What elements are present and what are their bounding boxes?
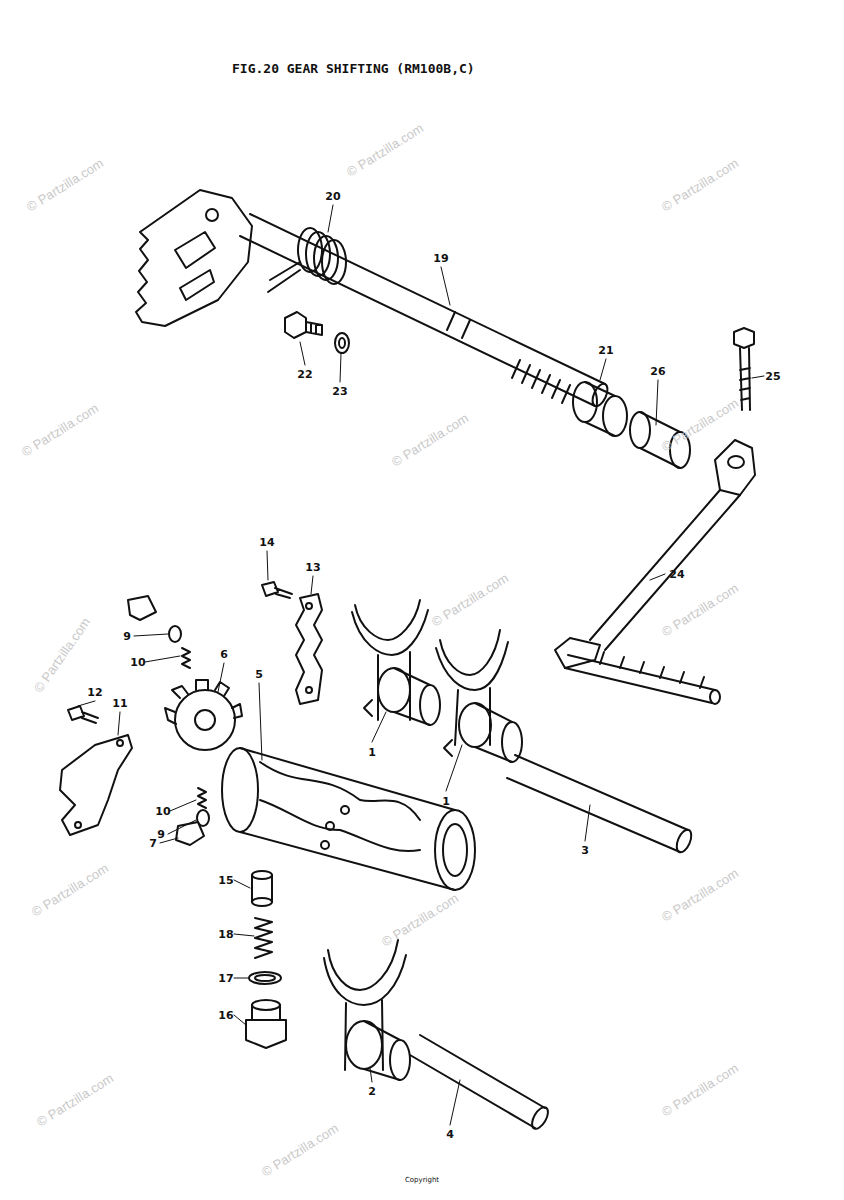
callout-number: 24: [669, 569, 684, 580]
callout-number: 11: [112, 698, 127, 709]
callout-number: 5: [255, 669, 263, 680]
callout-number: 25: [765, 371, 780, 382]
callout-number: 18: [218, 929, 233, 940]
callout-number: 10: [130, 657, 145, 668]
watermark: © Partzilla.com: [659, 156, 740, 213]
callout-number: 3: [581, 845, 589, 856]
callout-number: 23: [332, 386, 347, 397]
watermark: © Partzilla.com: [24, 156, 105, 213]
watermark: © Partzilla.com: [259, 1121, 340, 1178]
callout-number: 16: [218, 1010, 233, 1021]
watermark: © Partzilla.com: [344, 121, 425, 178]
callout-number: 17: [218, 973, 233, 984]
figure-title: FIG.20 GEAR SHIFTING (RM100B,C): [232, 62, 475, 75]
callout-number: 6: [220, 649, 228, 660]
watermark: © Partzilla.com: [659, 1061, 740, 1118]
watermark: © Partzilla.com: [659, 581, 740, 638]
watermark: © Partzilla.com: [389, 411, 470, 468]
watermark: © Partzilla.com: [429, 571, 510, 628]
watermark: © Partzilla.com: [32, 615, 93, 694]
callout-number: 10: [155, 806, 170, 817]
callout-number: 19: [433, 253, 448, 264]
watermark: © Partzilla.com: [659, 866, 740, 923]
callout-number: 9: [157, 829, 165, 840]
copyright-note: Copyright: [405, 1177, 439, 1184]
callout-number: 2: [368, 1086, 376, 1097]
callout-number: 21: [598, 345, 613, 356]
callout-number: 13: [305, 562, 320, 573]
callout-number: 14: [259, 537, 274, 548]
callout-number: 15: [218, 875, 233, 886]
callout-number: 1: [442, 796, 450, 807]
callout-number: 22: [297, 369, 312, 380]
callout-number: 4: [446, 1129, 454, 1140]
callout-number: 9: [123, 631, 131, 642]
watermark: © Partzilla.com: [34, 1071, 115, 1128]
callout-number: 20: [325, 191, 340, 202]
callout-number: 12: [87, 687, 102, 698]
watermark: © Partzilla.com: [29, 861, 110, 918]
watermark: © Partzilla.com: [19, 401, 100, 458]
watermark: © Partzilla.com: [659, 396, 740, 453]
callout-number: 26: [650, 366, 665, 377]
callout-number: 7: [149, 838, 157, 849]
watermark: © Partzilla.com: [379, 891, 460, 948]
callout-number: 1: [368, 747, 376, 758]
